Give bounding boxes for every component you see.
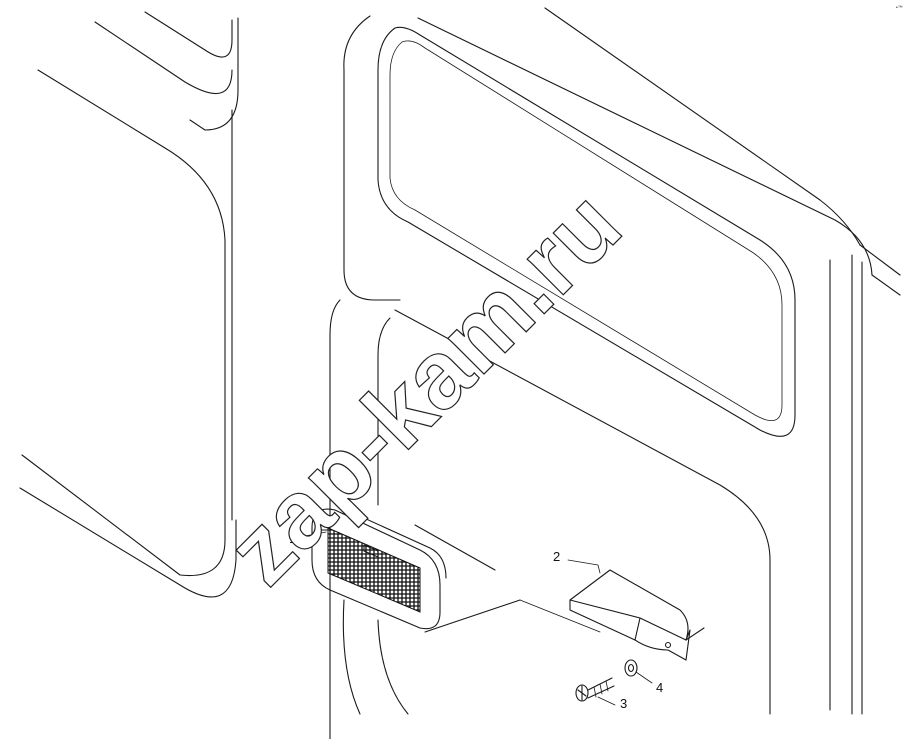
left-door-outline bbox=[19, 11, 239, 598]
callout-2: 2 bbox=[553, 549, 560, 564]
callout-3: 3 bbox=[620, 696, 627, 711]
watermark-text: zap-kam.ru bbox=[207, 171, 641, 605]
lower-panel bbox=[342, 309, 771, 715]
upper-window bbox=[377, 26, 796, 437]
washer bbox=[624, 659, 653, 684]
callout-4: 4 bbox=[656, 680, 663, 695]
screw bbox=[575, 677, 616, 706]
right-door-frame bbox=[329, 7, 901, 739]
lamp-lens bbox=[311, 507, 521, 633]
callout-1: 1 bbox=[289, 531, 296, 546]
corner-mark: •™ bbox=[896, 5, 903, 11]
leader-lines bbox=[299, 531, 327, 538]
lamp-housing bbox=[519, 559, 705, 661]
